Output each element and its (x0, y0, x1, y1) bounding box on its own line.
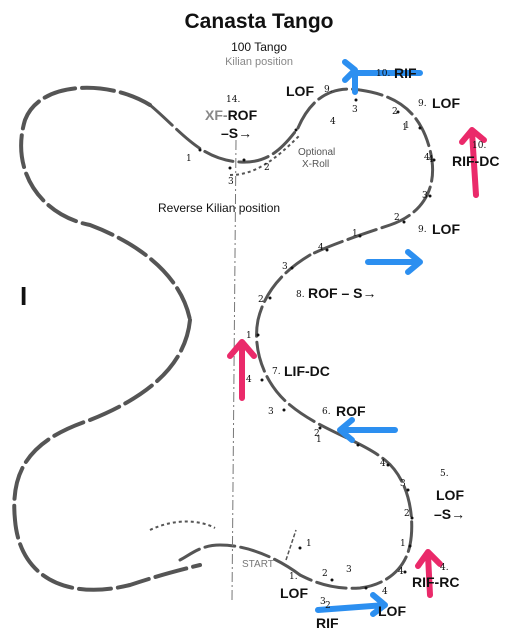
beat-label: 4 (246, 375, 252, 385)
beat-label: 2 (404, 509, 410, 519)
step14-swing: –S→ (221, 125, 253, 141)
step10a-edge: RIF (394, 65, 417, 81)
kilian-position-label: Kilian position (225, 56, 293, 68)
step10b-edge: RIF-DC (452, 153, 500, 169)
beat-label: 4 (428, 155, 434, 165)
step2-edge: RIF (316, 615, 339, 631)
diagram-subtitle: 100 Tango (231, 40, 287, 54)
step6-edge: ROF (336, 403, 366, 419)
beat-label: 3 (352, 105, 358, 115)
beat-label: 1 (316, 435, 322, 445)
blue-arrow-step9 (365, 249, 423, 275)
beat-label: 3 (228, 177, 234, 187)
lobe-curves (148, 87, 435, 590)
step7-number: 7. (272, 367, 281, 377)
step9c-edge: LOF (432, 221, 460, 237)
step9c-number: 9. (418, 225, 427, 235)
beat-label: 1 (186, 154, 192, 164)
pink-arrow-step10 (459, 127, 487, 198)
pink-arrow-step7 (227, 339, 257, 401)
step2-number: 2 (325, 601, 331, 611)
step10b-number: 10. (472, 141, 487, 151)
step9a-edge: LOF (286, 83, 314, 99)
blue-arrow-step6 (337, 417, 398, 443)
beat-label: 2 (394, 213, 400, 223)
step1-edge: LOF (280, 585, 308, 601)
step14-xf: XF- (205, 107, 228, 123)
beat-label: 1 (402, 123, 408, 133)
step14-rof: ROF (227, 107, 258, 123)
step-dots (198, 98, 436, 590)
step7-edge: LIF-DC (284, 363, 330, 379)
beat-label: 4 (318, 243, 324, 253)
step4-edge: RIF-RC (412, 574, 460, 590)
blue-arrow-top (342, 59, 423, 95)
step9a-number: 9. (324, 85, 333, 95)
pink-arrows (227, 127, 487, 598)
beat-label: 3 (320, 597, 326, 607)
step8-edge: ROF – S→ (308, 285, 377, 301)
step3-edge: LOF (378, 603, 406, 619)
step8-number: 8. (296, 290, 305, 300)
step9b-edge: LOF (432, 95, 460, 111)
beat-label: 2 (392, 107, 398, 117)
beat-label: 3 (268, 407, 274, 417)
beat-label: 2 (314, 429, 320, 439)
step5-swing: –S→ (434, 506, 466, 522)
beat-label: 4 (330, 117, 336, 127)
step14-edge: XF-ROF (205, 108, 257, 122)
beat-label: 1 (400, 539, 406, 549)
beat-label: 4 (424, 153, 430, 163)
step9b-number: 9. (418, 99, 427, 109)
x-roll-label: X-Roll (302, 159, 330, 170)
step10a-number: 10. (376, 69, 391, 79)
beat-label: 3 (400, 479, 406, 489)
beat-label: 3 (346, 565, 352, 575)
pink-arrow-step4 (415, 549, 443, 598)
diagram-title: Canasta Tango (184, 10, 334, 33)
rink-outline (12, 85, 202, 592)
beat-label: 1 (246, 331, 252, 341)
left-marker: I (20, 281, 28, 311)
beat-label: 2 (322, 569, 328, 579)
step5-edge: LOF (436, 487, 464, 503)
beat-label: 3 (282, 262, 288, 272)
blue-arrows (315, 59, 423, 617)
optional-x-roll-path (149, 134, 301, 531)
step14-number: 14. (226, 95, 241, 105)
step4-number: 4. (440, 563, 449, 573)
step6-number: 6. (322, 407, 331, 417)
beat-label: 4 (382, 587, 388, 597)
beat-label: 2 (264, 163, 270, 173)
start-label: START (242, 559, 274, 570)
step1-number: 1. (289, 572, 298, 582)
start-line (285, 529, 297, 561)
beat-label: 3 (422, 191, 428, 201)
beat-label: 4 (380, 459, 386, 469)
center-axis (231, 139, 237, 601)
beat-label: 1 (404, 121, 410, 131)
blue-arrow-bottom (315, 592, 388, 617)
optional-label: Optional (298, 147, 336, 158)
beat-label: 2 (258, 295, 264, 305)
beat-label: 4 (398, 567, 404, 577)
step5-number: 5. (440, 469, 449, 479)
reverse-kilian-label: Reverse Kilian position (158, 201, 281, 215)
beat-label: 1 (352, 229, 358, 239)
beat-label: 1 (306, 539, 312, 549)
